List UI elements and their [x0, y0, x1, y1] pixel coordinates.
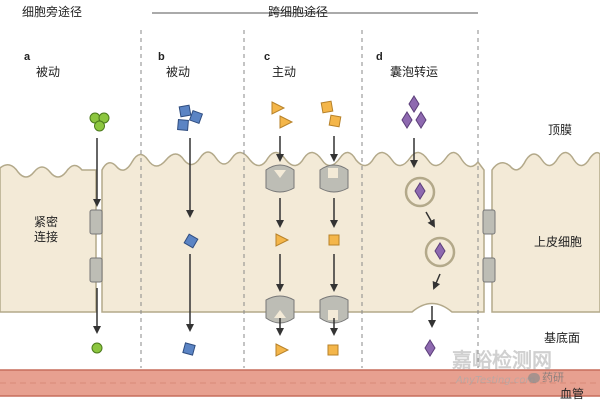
panel-b-mode: 被动	[166, 65, 191, 79]
panel-c-transporters	[265, 164, 349, 324]
panel-a-letter: a	[24, 51, 31, 63]
junction-left-upper	[89, 209, 103, 235]
blood-vessel-label: 血管	[560, 387, 585, 401]
panel-c-molecules	[271, 100, 342, 357]
watermark-badge-text: 药研	[542, 371, 564, 384]
junction-right-lower	[482, 257, 496, 283]
transcellular-header: 跨细胞途径	[268, 5, 329, 19]
orange-square	[328, 234, 340, 246]
orange-triangle	[275, 343, 290, 357]
orange-triangle	[275, 233, 290, 247]
watermark-brand: 嘉峪检测网	[452, 348, 552, 372]
purple-diamond	[415, 111, 427, 129]
junction-right-upper	[482, 209, 496, 235]
cell-right	[491, 151, 600, 313]
purple-diamond	[424, 339, 436, 357]
orange-triangle	[279, 115, 294, 129]
blue-molecule	[182, 342, 196, 356]
green-molecule	[91, 342, 103, 354]
tight-junction-label-2: 连接	[34, 230, 59, 244]
tight-junction-label-1: 紧密	[34, 215, 59, 229]
purple-diamond	[434, 242, 446, 260]
panel-a-molecules	[89, 112, 110, 354]
panel-separators	[140, 30, 479, 368]
basal-label: 基底面	[544, 331, 581, 345]
apical-label: 顶膜	[548, 123, 573, 137]
panel-b-letter: b	[158, 51, 165, 63]
panel-d-molecules	[401, 95, 456, 357]
orange-square	[320, 100, 334, 114]
cell-middle	[101, 151, 485, 313]
purple-diamond	[401, 111, 413, 129]
panel-b-molecules	[177, 104, 204, 356]
blue-molecule	[177, 119, 189, 131]
blue-molecule	[188, 109, 204, 125]
paracellular-header: 细胞旁途径	[22, 5, 83, 19]
blue-molecule	[183, 233, 199, 249]
epithelial-cell-label: 上皮细胞	[534, 235, 583, 249]
junction-left-lower	[89, 257, 103, 283]
orange-triangle	[271, 101, 286, 115]
panel-c-letter: c	[264, 51, 271, 63]
orange-square	[328, 114, 342, 128]
panel-d-letter: d	[376, 51, 383, 63]
wechat-icon	[528, 373, 540, 383]
blood-vessel-band	[0, 369, 600, 397]
transporter-apical-square	[319, 164, 349, 193]
watermark-badge: 药研	[528, 372, 564, 383]
panel-d-mode: 囊泡转运	[390, 65, 439, 79]
purple-diamond	[408, 95, 420, 113]
epithelial-cells	[0, 151, 600, 313]
transporter-basal-square	[319, 295, 349, 324]
green-molecule	[94, 120, 105, 132]
transporter-apical-triangle	[265, 164, 295, 193]
panel-a-mode: 被动	[36, 65, 61, 79]
purple-diamond	[414, 182, 426, 200]
blue-molecule	[178, 104, 192, 118]
watermark-url: AnyTesting.com	[456, 375, 536, 386]
orange-square	[327, 344, 339, 356]
tight-junctions	[89, 209, 496, 283]
cell-left	[0, 164, 97, 313]
panel-c-mode: 主动	[272, 65, 297, 79]
transporter-basal-triangle	[265, 295, 295, 324]
